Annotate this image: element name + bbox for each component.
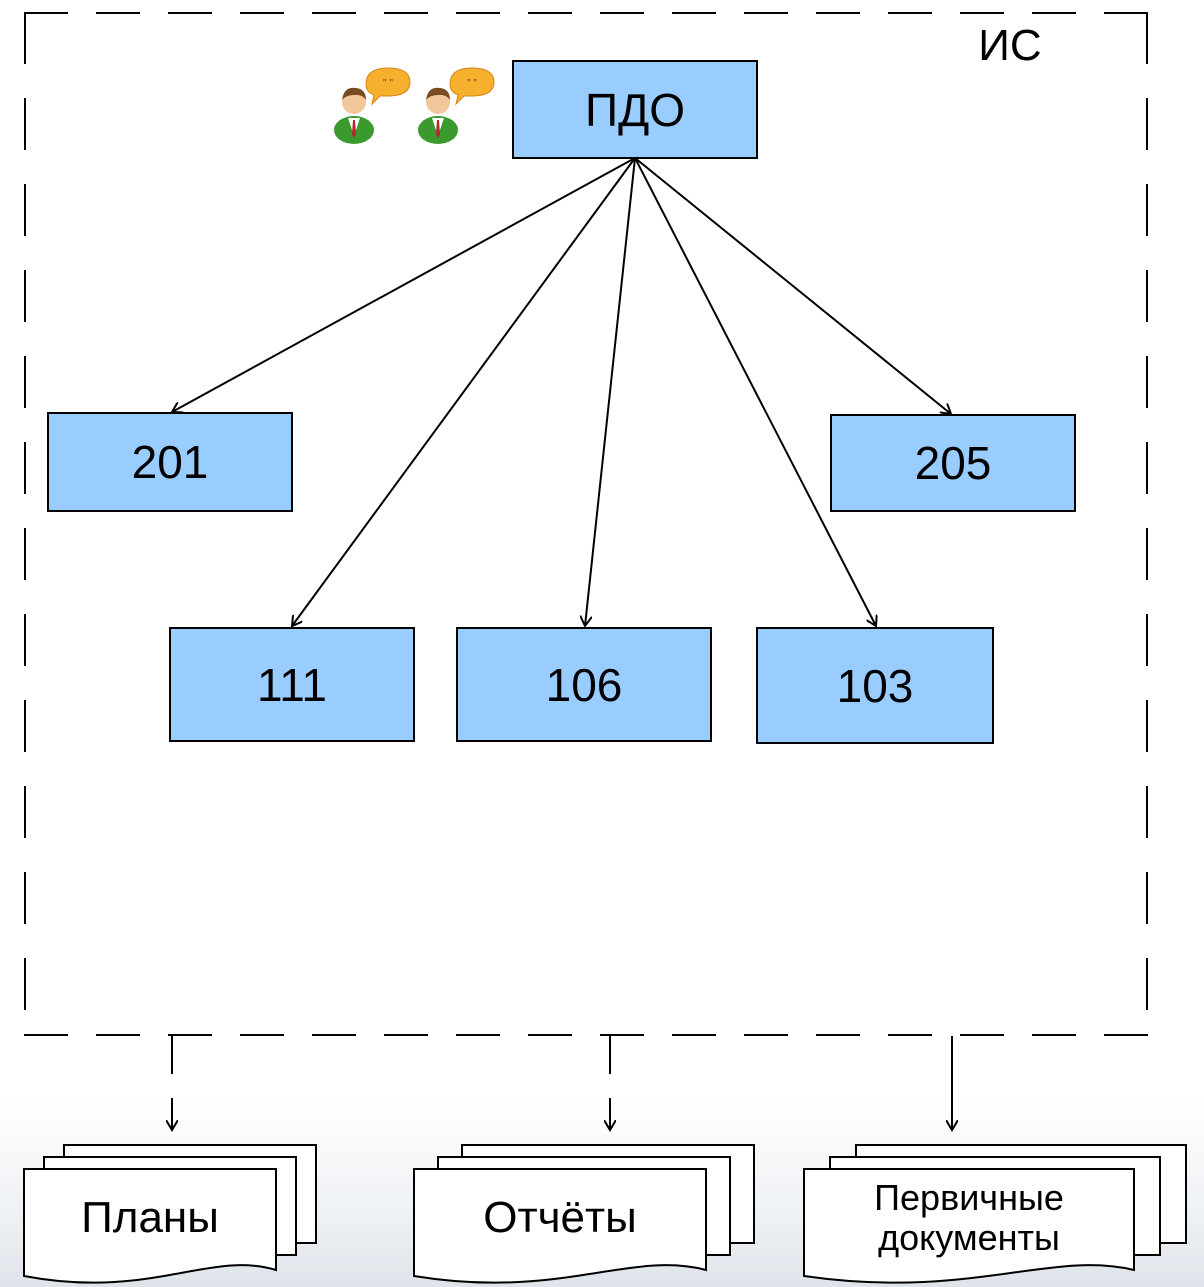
doc-primary-line1: Первичные (874, 1177, 1064, 1218)
doc-plans-label: Планы (81, 1193, 219, 1242)
svg-text:" ": " " (467, 78, 477, 89)
node-111-label: 111 (257, 658, 327, 711)
node-106-label: 106 (545, 658, 623, 711)
doc-stack-reports (413, 1144, 755, 1284)
node-103: 103 (756, 627, 994, 744)
arrow-root-to-111 (292, 157, 636, 626)
node-201-label: 201 (131, 436, 209, 488)
arrow-root-to-103 (634, 157, 876, 626)
doc-reports-label: Отчёты (483, 1193, 637, 1242)
arrow-root-to-106 (585, 157, 636, 626)
node-205-label: 205 (914, 437, 992, 489)
node-205: 205 (830, 414, 1076, 512)
node-103-label: 103 (836, 659, 914, 712)
node-111: 111 (169, 627, 415, 742)
node-201: 201 (47, 412, 293, 512)
boundary-label: ИС (978, 21, 1042, 70)
users-speaking-icon: " " " " (334, 67, 495, 144)
doc-primary-label: Первичные документы (804, 1172, 1134, 1264)
doc-stack-plans (23, 1144, 317, 1284)
node-106: 106 (456, 627, 712, 742)
svg-text:" ": " " (383, 78, 393, 89)
doc-primary-line2: документы (878, 1217, 1060, 1258)
information-system-boundary (24, 12, 1148, 1036)
arrow-root-to-201 (172, 157, 636, 412)
node-root: ПДО (512, 60, 758, 159)
doc-stack-primary (803, 1144, 1187, 1284)
arrow-root-to-205 (634, 157, 951, 414)
node-root-label: ПДО (585, 83, 685, 136)
